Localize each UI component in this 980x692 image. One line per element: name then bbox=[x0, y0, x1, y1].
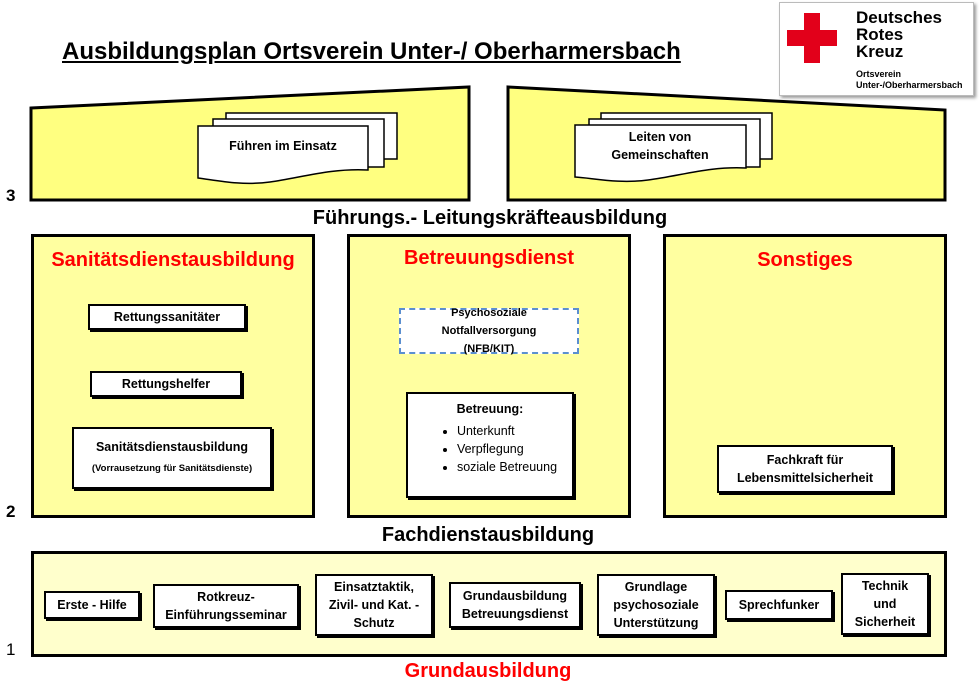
logo-subtitle: Ortsverein Unter-/Oberharmersbach bbox=[856, 69, 963, 91]
page-title: Ausbildungsplan Ortsverein Unter-/ Oberh… bbox=[62, 38, 681, 65]
card-psychosoziale-notfallversorgung: Psychosoziale Notfallversorgung (NFB/KIT… bbox=[399, 307, 579, 355]
card-einsatztaktik: Einsatztaktik, Zivil- und Kat. - Schutz bbox=[315, 574, 433, 636]
red-cross-icon-bar bbox=[787, 30, 837, 46]
level3-caption: Führungs.- Leitungskräfteausbildung bbox=[312, 207, 668, 229]
section-title: Betreuungsdienst bbox=[403, 247, 575, 269]
level-number-1: 1 bbox=[6, 640, 16, 659]
card-rettungshelfer: Rettungshelfer bbox=[90, 371, 242, 397]
betreuung-list: Unterkunft Verpflegung soziale Betreuung bbox=[423, 422, 557, 476]
level-number-2: 2 bbox=[6, 502, 16, 521]
logo-sub-line: Ortsverein bbox=[856, 69, 902, 79]
card-sprechfunker: Sprechfunker bbox=[725, 590, 833, 620]
card-psychosoziale-unterstuetzung: Grundlage psychosoziale Unterstützung bbox=[597, 574, 715, 636]
logo-line: Kreuz bbox=[856, 42, 904, 61]
card-rettungssanitaeter: Rettungssanitäter bbox=[88, 304, 246, 330]
card-title: Betreuung: bbox=[456, 402, 524, 416]
section-title: Sanitätsdienstausbildung bbox=[51, 249, 295, 271]
list-item: Unterkunft bbox=[457, 422, 557, 440]
card-technik-und-sicherheit: Technik und Sicherheit bbox=[841, 573, 929, 635]
drk-logo: Deutsches Rotes Kreuz Ortsverein Unter-/… bbox=[779, 2, 974, 96]
section-sonstiges: Sonstiges Fachkraft für Lebensmittelsich… bbox=[663, 234, 947, 518]
card-title: Sanitätsdienstausbildung bbox=[95, 440, 249, 454]
level1-caption: Grundausbildung bbox=[404, 660, 572, 682]
card-fachkraft-lebensmittelsicherheit: Fachkraft für Lebensmittelsicherheit bbox=[717, 445, 893, 493]
card-grundausbildung-betreuungsdienst: Grundausbildung Betreuungsdienst bbox=[449, 582, 581, 628]
section-sanitaetsdienst: Sanitätsdienstausbildung Rettungssanität… bbox=[31, 234, 315, 518]
logo-line: Deutsches bbox=[856, 8, 942, 27]
section-title: Sonstiges bbox=[757, 249, 853, 271]
section-grundausbildung: Erste - Hilfe Rotkreuz-Einführungssemina… bbox=[31, 551, 947, 657]
logo-line: Rotes bbox=[856, 25, 904, 44]
level2-caption: Fachdienstausbildung bbox=[381, 524, 595, 546]
doc-leiten-von-gemeinschaften: Leiten von Gemeinschaften bbox=[611, 130, 709, 162]
card-rotkreuz-einfuehrungsseminar: Rotkreuz-Einführungsseminar bbox=[153, 584, 299, 628]
list-item: Verpflegung bbox=[457, 440, 557, 458]
section-betreuungsdienst: Betreuungsdienst Psychosoziale Notfallve… bbox=[347, 234, 631, 518]
logo-name: Deutsches Rotes Kreuz bbox=[856, 9, 942, 60]
list-item: soziale Betreuung bbox=[457, 458, 557, 476]
level-number-3: 3 bbox=[6, 186, 16, 205]
document-stack-icon bbox=[197, 112, 398, 185]
document-stack-icon bbox=[574, 112, 773, 183]
card-sanitaetsdienstausbildung: Sanitätsdienstausbildung (Vorrausetzung … bbox=[72, 427, 272, 489]
logo-sub-line: Unter-/Oberharmersbach bbox=[856, 80, 963, 90]
card-erste-hilfe: Erste - Hilfe bbox=[44, 591, 140, 619]
card-betreuung: Betreuung: Unterkunft Verpflegung sozial… bbox=[406, 392, 574, 498]
card-note: (Vorrausetzung für Sanitätsdienste) bbox=[91, 463, 253, 474]
doc-fuehren-im-einsatz: Führen im Einsatz bbox=[229, 139, 337, 153]
level3-shapes bbox=[29, 85, 947, 202]
